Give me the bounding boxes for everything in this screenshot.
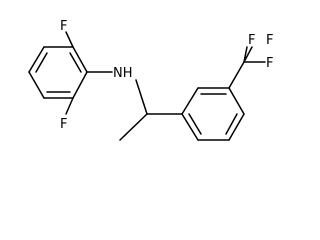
- bond-ring2-cf3: [228, 61, 245, 89]
- atom-f-top: F: [60, 19, 67, 34]
- ring2-double-bond-inner-2: [225, 113, 238, 135]
- atom-cf3-f-right: F: [266, 33, 273, 48]
- bond-c2-f-top: [65, 31, 74, 48]
- ring1-bond-c3-c4: [28, 46, 45, 73]
- ring2-double-bond-inner-3: [188, 113, 202, 135]
- atom-f-bottom: F: [60, 117, 67, 132]
- bond-c6-f-bottom: [65, 97, 74, 115]
- difluorophenyl-ring: [28, 46, 88, 99]
- bond-cf3-f-top: [243, 46, 253, 63]
- ring1-double-bond-inner-1: [69, 52, 82, 73]
- ring2-bond-c4-c5: [228, 113, 245, 141]
- ring1-bond-c4-c5: [28, 71, 45, 99]
- atom-cf3-f-top: F: [248, 33, 255, 48]
- ring2-bond-c6-c1: [181, 113, 199, 141]
- bond-cf3-f-mid: [243, 46, 248, 63]
- ring2-bond-c1-c2: [181, 87, 199, 115]
- ring2-bond-c3-c4: [228, 87, 245, 115]
- bond-n-ch: [135, 79, 148, 115]
- ring1-bond-c1-c2: [72, 46, 88, 73]
- atom-nh: NH: [113, 66, 133, 81]
- chemical-structure-diagram: F F NH F F F: [28, 19, 273, 141]
- bond-ch-methyl: [119, 113, 148, 141]
- ring1-double-bond-inner-2: [35, 52, 48, 73]
- trifluoromethylphenyl-ring: [181, 87, 245, 141]
- atom-cf3-f-mid: F: [266, 56, 273, 71]
- ring1-bond-c6-c1: [72, 71, 88, 99]
